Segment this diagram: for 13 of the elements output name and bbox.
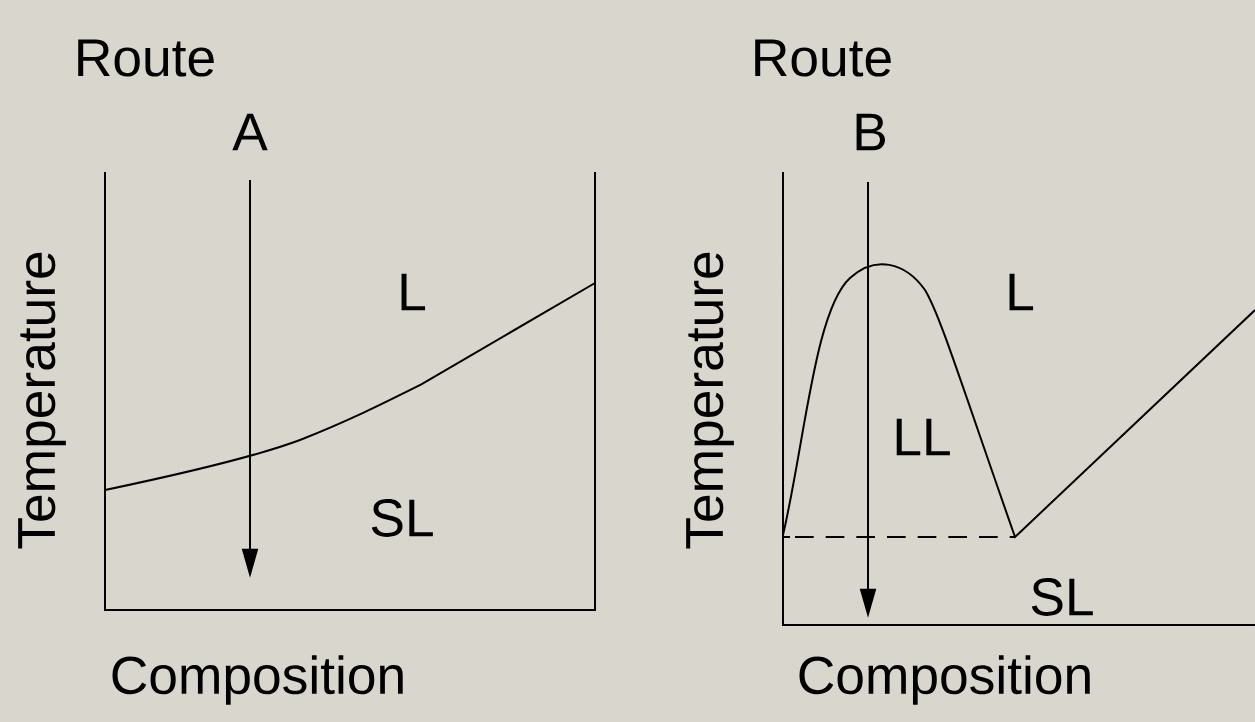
route-label: Route bbox=[78, 39, 214, 77]
region-label: SL bbox=[371, 499, 433, 537]
axis-label: Composition bbox=[112, 655, 403, 705]
axis-label: Composition bbox=[799, 655, 1090, 705]
region-label: LL bbox=[896, 418, 950, 456]
region-label: L bbox=[1009, 273, 1034, 311]
axis-label: Temperature bbox=[18, 252, 66, 549]
axis-label: Temperature bbox=[686, 252, 734, 549]
region-label: SL bbox=[1031, 578, 1093, 616]
route-letter: B bbox=[856, 113, 885, 151]
route-label: Route bbox=[755, 39, 891, 77]
route-letter: A bbox=[232, 113, 268, 151]
region-label: L bbox=[401, 273, 426, 311]
